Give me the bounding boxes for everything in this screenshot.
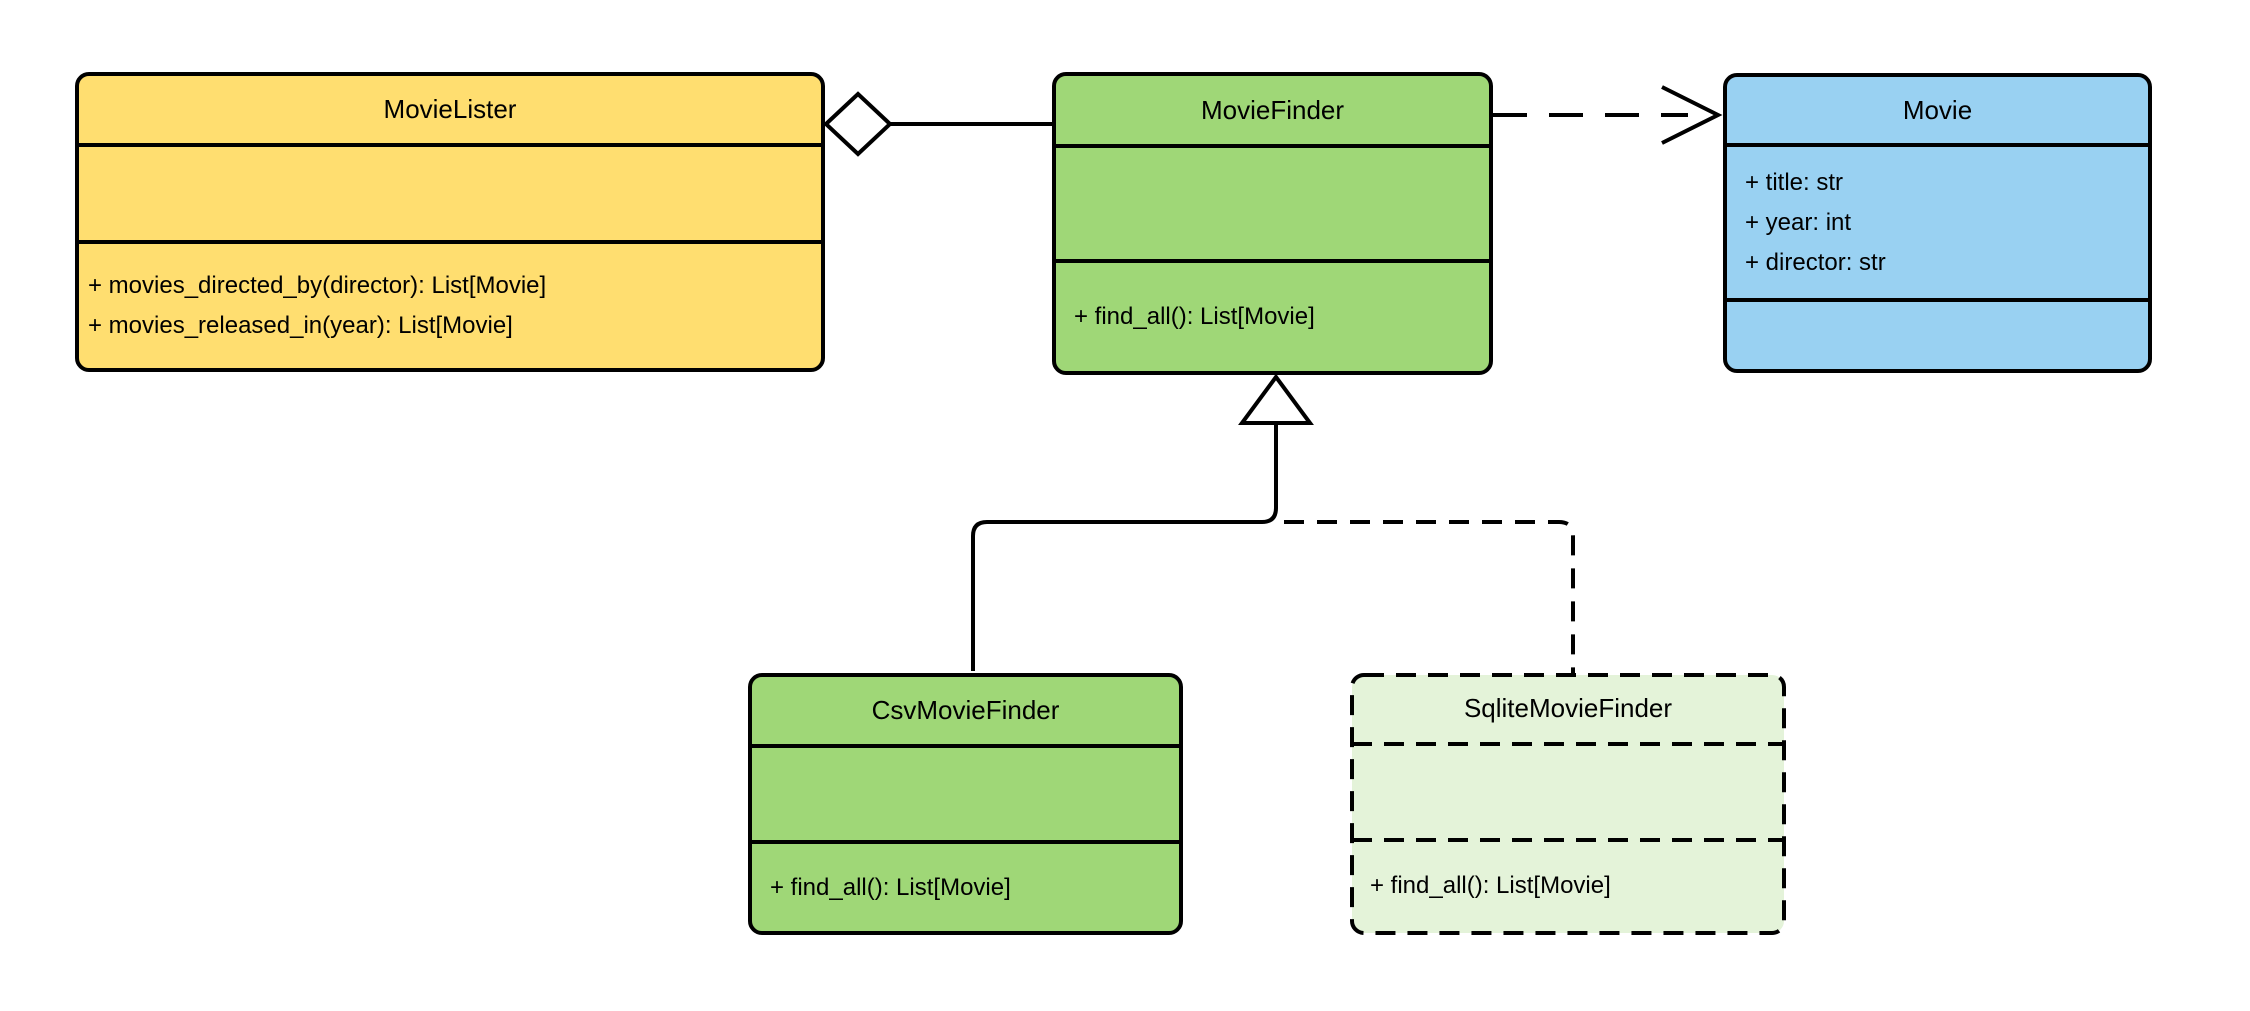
class-csvmoviefinder-attributes: [752, 744, 1179, 840]
method-line: + movies_released_in(year): List[Movie]: [88, 312, 513, 339]
attribute-line: + year: int: [1745, 208, 1852, 236]
attribute-line: + title: str: [1745, 168, 1844, 196]
method-line: + find_all(): List[Movie]: [1074, 303, 1315, 330]
aggregation-edge-movielister-moviefinder: [823, 91, 1052, 157]
inheritance-edge-sqlitemoviefinder: [1284, 520, 1575, 673]
class-csvmoviefinder: CsvMovieFinder + find_all(): List[Movie]: [748, 673, 1183, 935]
class-movie: Movie + title: str + year: int + directo…: [1723, 73, 2152, 373]
class-csvmoviefinder-title: CsvMovieFinder: [871, 695, 1060, 725]
class-movielister: MovieLister + movies_directed_by(directo…: [75, 72, 825, 372]
class-movielister-methods: + movies_directed_by(director): List[Mov…: [79, 240, 821, 368]
class-sqlitemoviefinder-methods: + find_all(): List[Movie]: [1352, 838, 1784, 933]
attribute-line: + director: str: [1745, 248, 1886, 276]
class-moviefinder-title: MovieFinder: [1200, 94, 1345, 125]
class-moviefinder: MovieFinder + find_all(): List[Movie]: [1052, 72, 1493, 375]
class-sqlitemoviefinder-title: SqliteMovieFinder: [1463, 693, 1673, 723]
class-movie-attributes: + title: str + year: int + director: str: [1727, 143, 2148, 298]
open-arrowhead-marker: [1661, 85, 1723, 145]
method-line: + movies_directed_by(director): List[Mov…: [88, 272, 547, 299]
class-movie-methods: [1727, 298, 2148, 369]
class-movielister-attributes: [79, 143, 821, 240]
dependency-edge-moviefinder-movie: [1493, 85, 1723, 145]
class-moviefinder-methods: + find_all(): List[Movie]: [1056, 259, 1489, 371]
class-csvmoviefinder-methods: + find_all(): List[Movie]: [752, 840, 1179, 931]
hollow-triangle-marker: [1238, 373, 1314, 425]
method-line: + find_all(): List[Movie]: [770, 873, 1011, 901]
class-movie-title: Movie: [1902, 94, 1973, 125]
class-sqlitemoviefinder-attributes: [1352, 742, 1784, 838]
class-moviefinder-attributes: [1056, 144, 1489, 259]
method-line: + find_all(): List[Movie]: [1370, 871, 1611, 899]
inheritance-edge-csvmoviefinder: [971, 423, 1278, 671]
hollow-diamond-marker: [823, 91, 893, 157]
class-sqlitemoviefinder: SqliteMovieFinder + find_all(): List[Mov…: [1352, 675, 1784, 933]
inheritance-marker-moviefinder: [1238, 373, 1314, 425]
class-movielister-title: MovieLister: [383, 94, 517, 124]
